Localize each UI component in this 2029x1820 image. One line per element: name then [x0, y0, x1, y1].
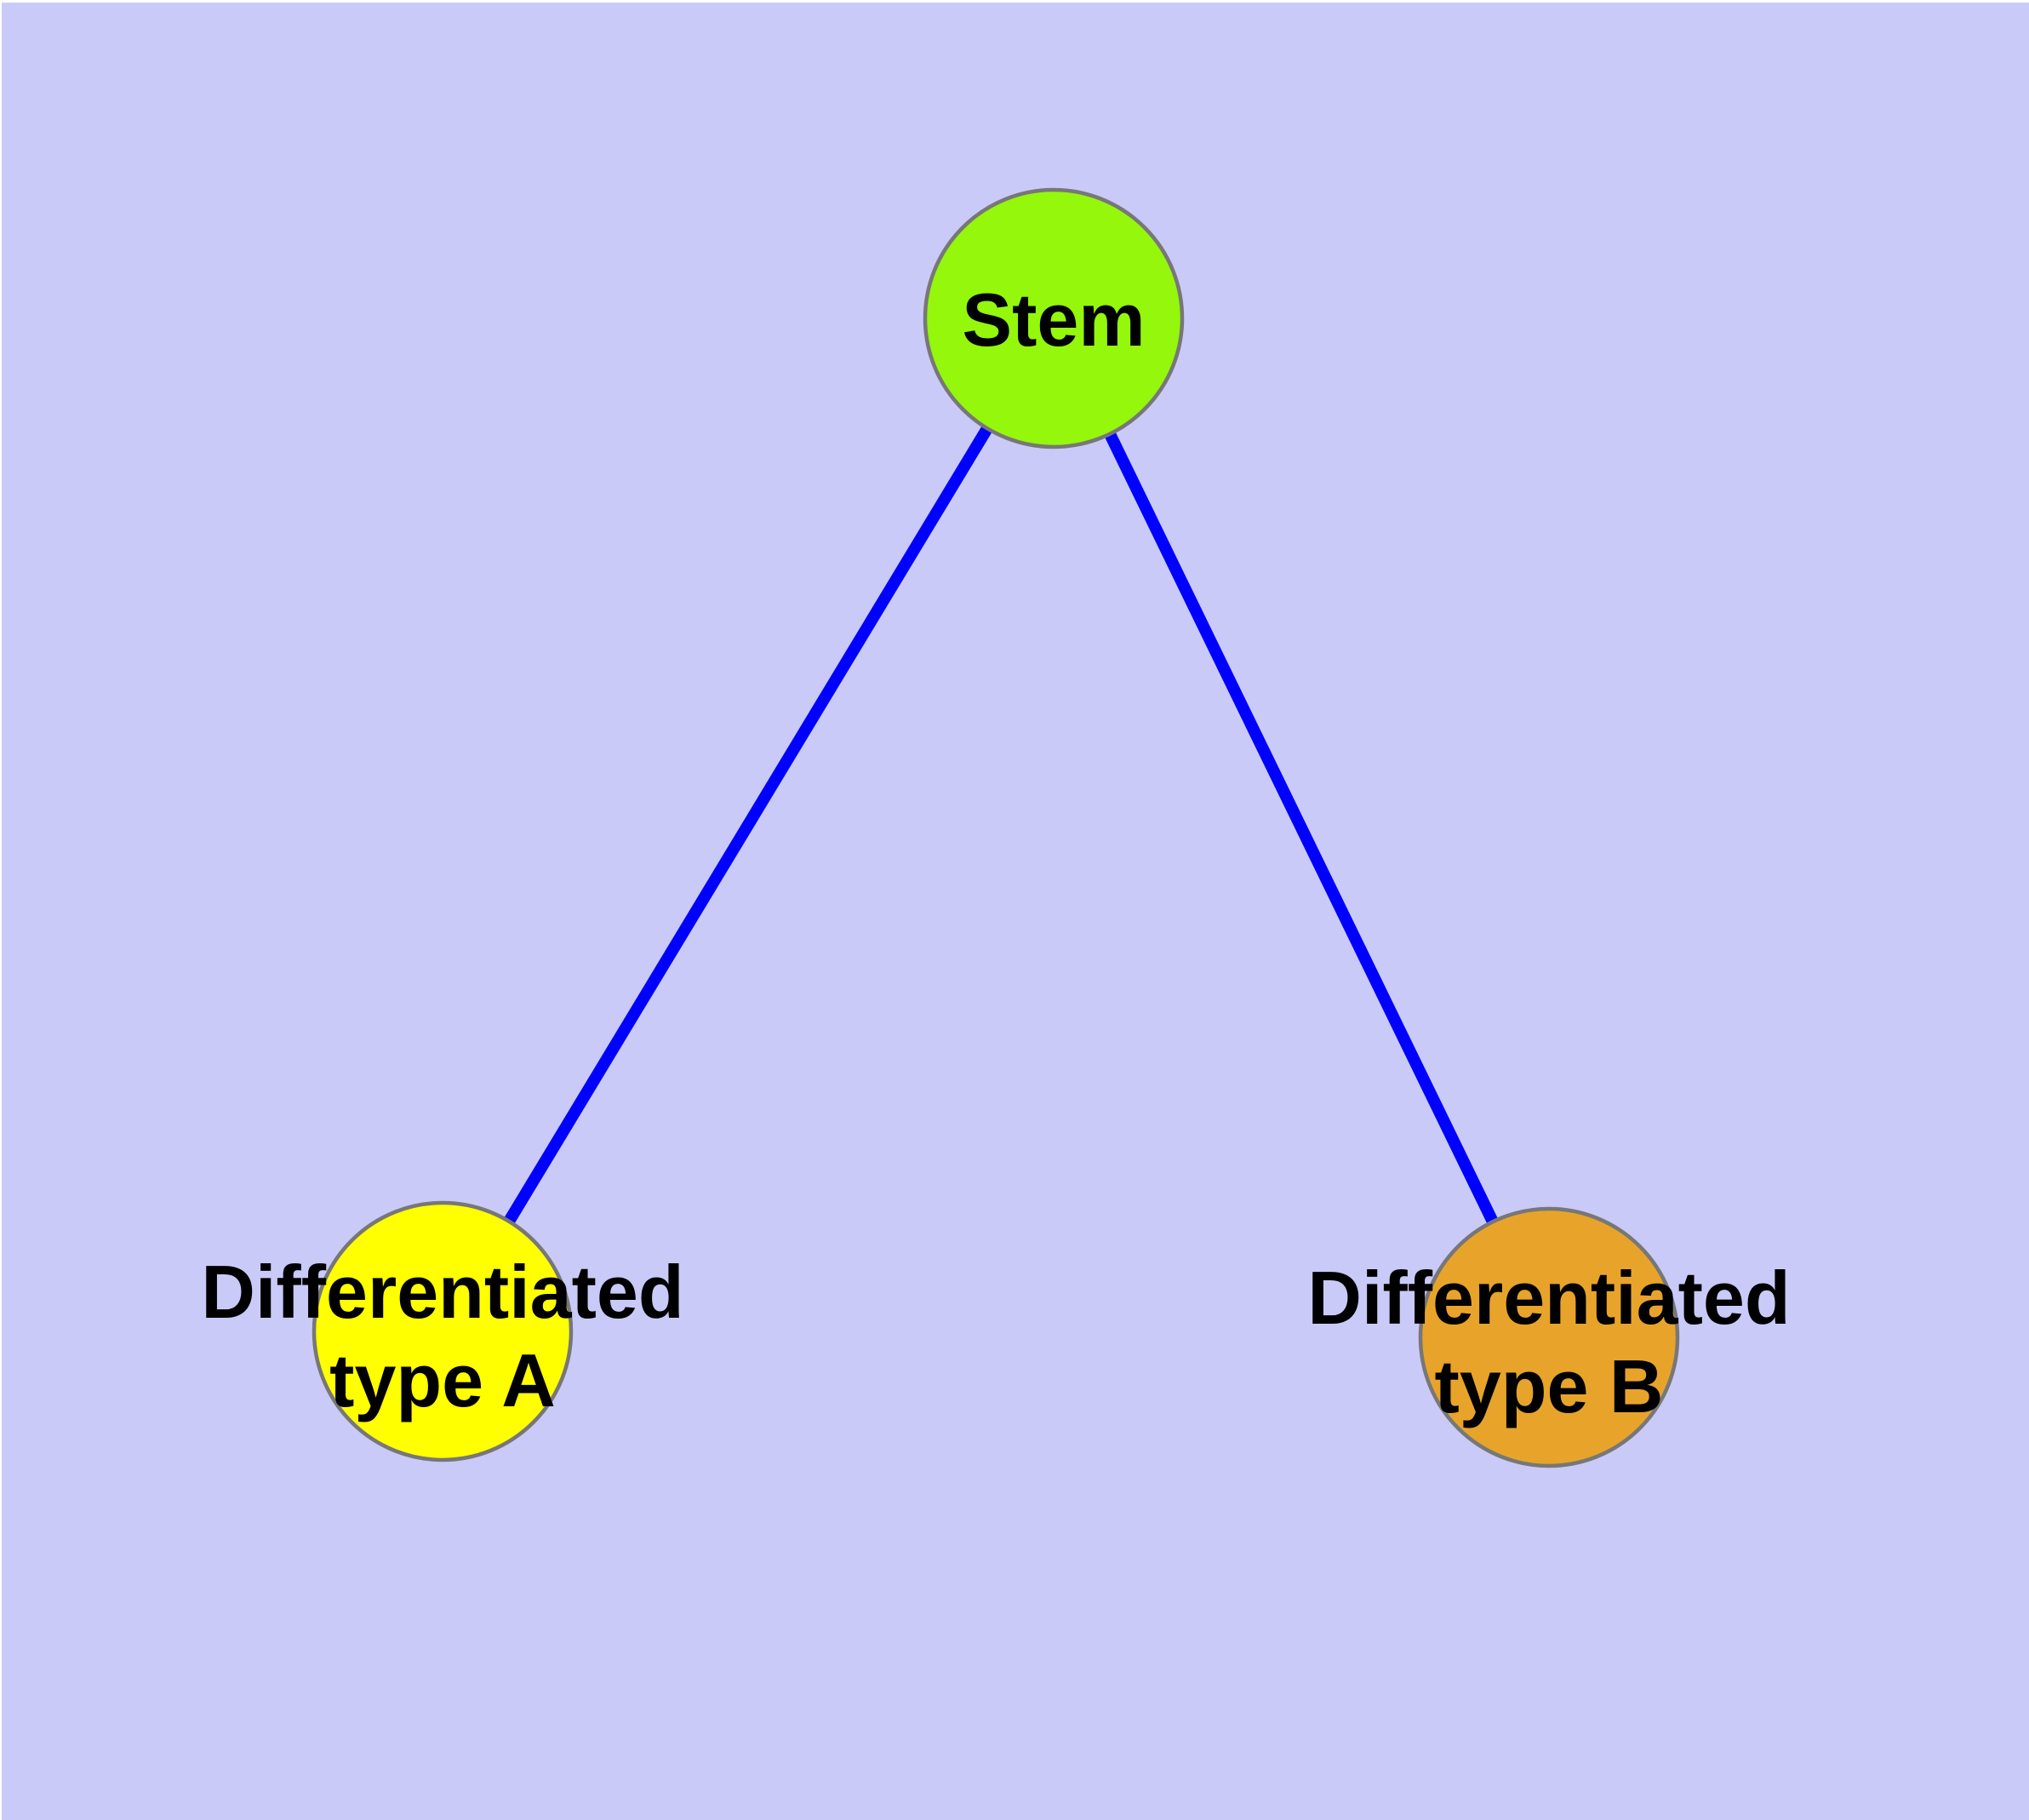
- node-circle-type-b: [1418, 1206, 1680, 1468]
- node-circle-type-a: [311, 1200, 574, 1462]
- edge-stem-to-type-a: [437, 315, 1059, 1335]
- node-circle-stem: [923, 187, 1185, 449]
- edge-stem-to-type-b: [1048, 315, 1555, 1341]
